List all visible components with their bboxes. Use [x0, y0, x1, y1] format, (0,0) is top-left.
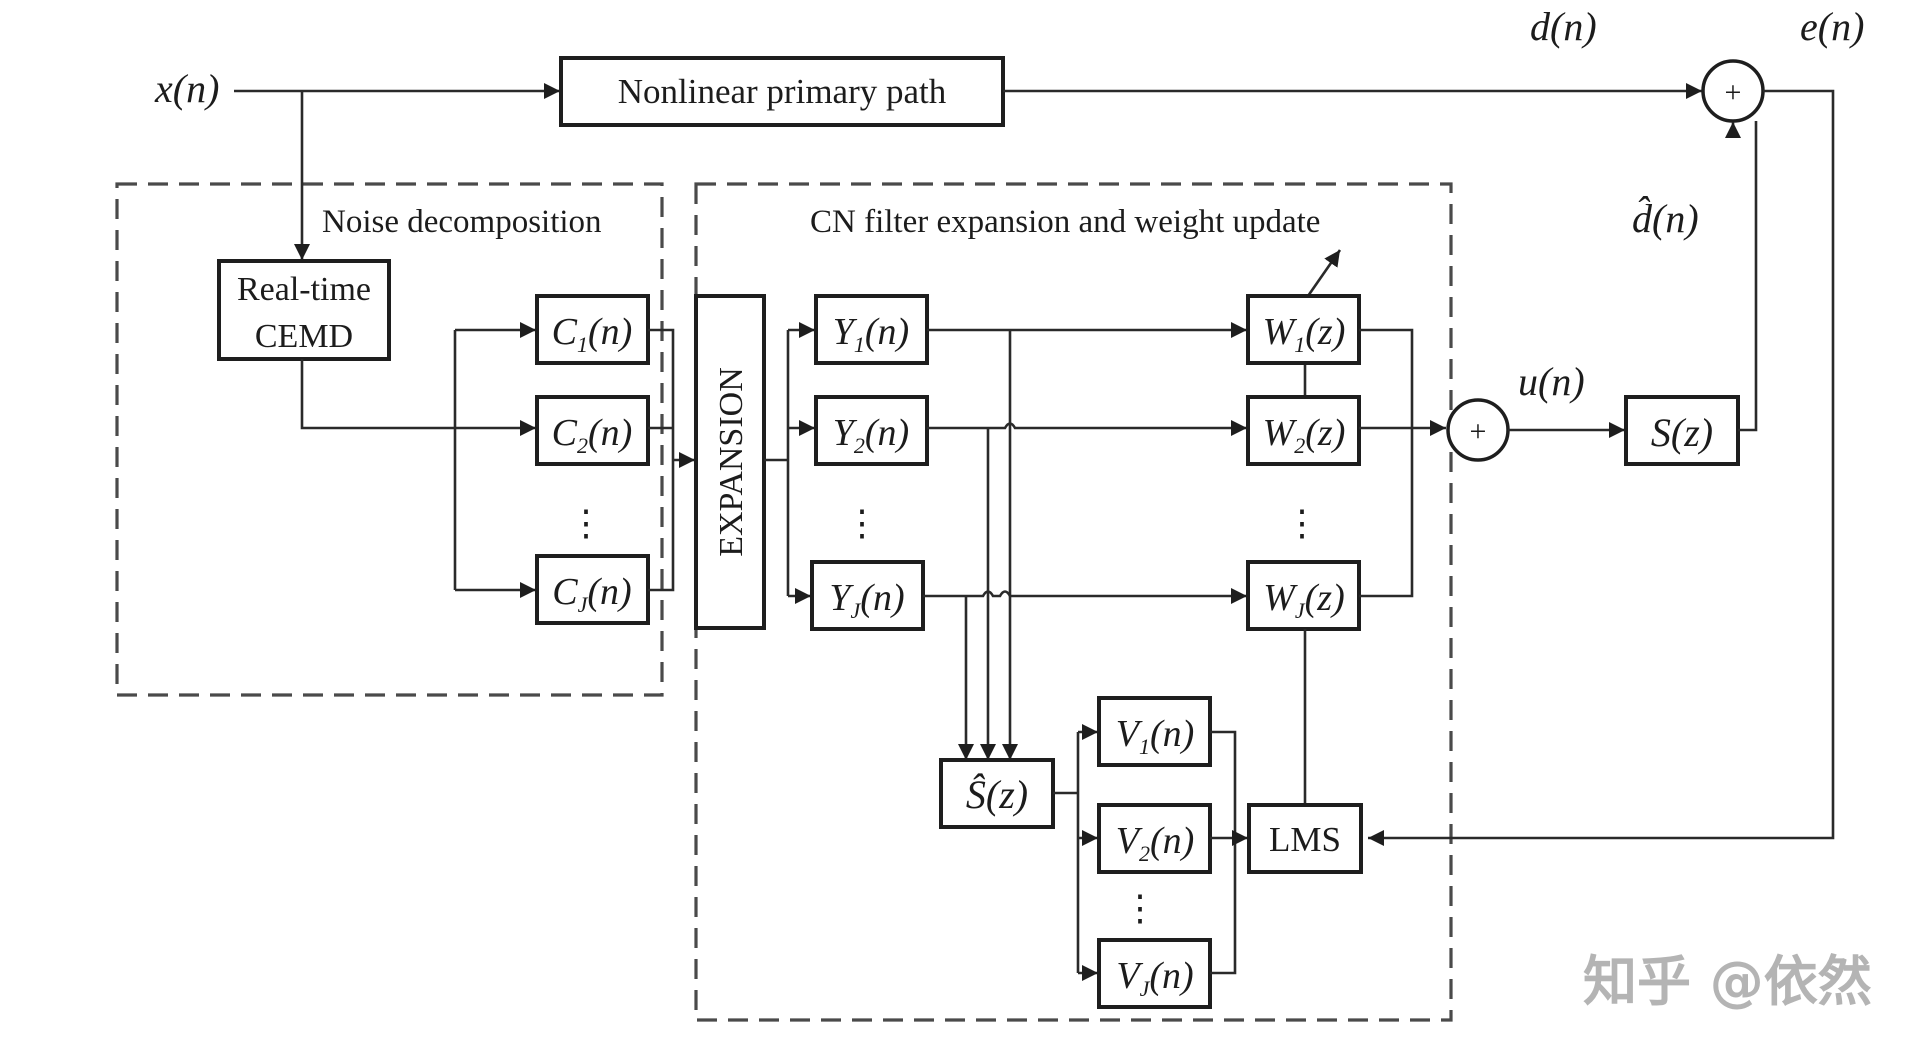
cj-block[interactable]: CJ(n)	[535, 554, 650, 625]
secondary-estimate-block[interactable]	[939, 758, 1055, 829]
error-signal-label: e(n)	[1800, 4, 1864, 49]
lms-block[interactable]	[1247, 803, 1363, 874]
control-sum-symbol: +	[1470, 415, 1487, 448]
input-signal-label: x(n)	[154, 66, 219, 111]
cn-group-label: CN filter expansion and weight update	[810, 204, 1320, 240]
desired-signal-label: d(n)	[1530, 4, 1597, 49]
w-ellipsis: ⋮	[1284, 503, 1320, 543]
yj-to-wj-line	[923, 588, 1247, 604]
w-collector-bus	[1359, 328, 1414, 598]
vj-block[interactable]: VJ(n)	[1097, 938, 1212, 1009]
lms-label: LMS	[1269, 820, 1341, 859]
secondary-estimate-label: Ŝ(z)	[966, 772, 1028, 817]
v-ellipsis: ⋮	[1122, 888, 1158, 928]
svg-text:WJ(z): WJ(z)	[1263, 577, 1345, 623]
svg-text:V2(n): V2(n)	[1116, 820, 1195, 866]
s-output-line	[1738, 121, 1758, 432]
secondary-path-label: S(z)	[1651, 410, 1713, 455]
noise-group-label: Noise decomposition	[322, 204, 602, 240]
w1-block[interactable]: W1(z)	[1246, 294, 1361, 365]
cemd-block[interactable]	[217, 259, 391, 361]
wj-block[interactable]: WJ(z)	[1246, 560, 1361, 631]
svg-text:Y2(n): Y2(n)	[833, 412, 909, 458]
cemd-to-c2-arrow	[300, 359, 536, 436]
cemd-label-line1: Real-time	[237, 271, 371, 308]
v2-block[interactable]: V2(n)	[1097, 803, 1212, 874]
v-components: V1(n) V2(n) ⋮ VJ(n)	[1097, 696, 1212, 1009]
w-components: W1(z) W2(z) ⋮ WJ(z)	[1246, 294, 1361, 631]
control-signal-label: u(n)	[1518, 359, 1585, 404]
svg-text:C1(n): C1(n)	[552, 311, 633, 357]
secondary-path-block[interactable]	[1624, 395, 1740, 466]
svg-text:VJ(n): VJ(n)	[1116, 955, 1193, 1001]
svg-text:Y1(n): Y1(n)	[833, 311, 909, 357]
svg-text:W1(z): W1(z)	[1263, 311, 1346, 357]
y1-block[interactable]: Y1(n)	[814, 294, 929, 365]
y2-to-w2-line	[927, 420, 1247, 436]
cemd-label-line2: CEMD	[255, 318, 353, 355]
c2-block[interactable]: C2(n)	[535, 395, 650, 466]
svg-text:YJ(n): YJ(n)	[829, 577, 904, 623]
v1-block[interactable]: V1(n)	[1097, 696, 1212, 767]
primary-path-label: Nonlinear primary path	[618, 72, 947, 111]
y-ellipsis: ⋮	[844, 503, 880, 543]
error-sum-symbol: +	[1725, 76, 1742, 109]
yj-block[interactable]: YJ(n)	[810, 560, 925, 631]
svg-text:V1(n): V1(n)	[1116, 713, 1195, 759]
svg-text:CJ(n): CJ(n)	[552, 571, 631, 617]
estimate-signal-label: d̂(n)	[1632, 196, 1699, 241]
y-components: Y1(n) Y2(n) ⋮ YJ(n)	[810, 294, 929, 631]
svg-text:W2(z): W2(z)	[1263, 412, 1346, 458]
watermark: 知乎 @依然	[1583, 950, 1872, 1013]
svg-text:C2(n): C2(n)	[552, 412, 633, 458]
y2-block[interactable]: Y2(n)	[814, 395, 929, 466]
c-ellipsis: ⋮	[568, 503, 604, 543]
expansion-block[interactable]	[694, 294, 766, 630]
weight-update-arrow	[1306, 249, 1342, 297]
c-components: C1(n) C2(n) ⋮ CJ(n)	[535, 294, 650, 625]
expansion-label: EXPANSION	[713, 367, 750, 557]
w2-block[interactable]: W2(z)	[1246, 395, 1361, 466]
v-collector-bus	[1210, 730, 1237, 975]
c1-block[interactable]: C1(n)	[535, 294, 650, 365]
error-feedback-line	[1368, 89, 1835, 846]
